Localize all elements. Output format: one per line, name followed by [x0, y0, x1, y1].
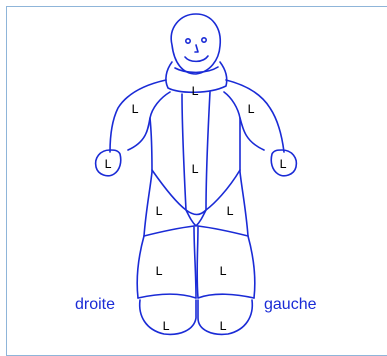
zone-label-left-foot: L	[216, 320, 230, 333]
right-ankle	[138, 294, 196, 298]
zone-label-left-shin: L	[216, 265, 230, 278]
left-ankle	[198, 294, 254, 298]
right-leg-inner	[194, 226, 196, 298]
zone-label-left-hand: L	[276, 158, 290, 171]
right-side-label: droite	[75, 296, 115, 314]
zone-label-neck: L	[188, 85, 202, 98]
zone-label-right-upper-arm: L	[128, 103, 142, 116]
left-arm-outer	[226, 80, 284, 152]
zone-label-right-foot: L	[159, 320, 173, 333]
zone-label-right-thigh: L	[152, 205, 166, 218]
zone-label-right-shin: L	[152, 265, 166, 278]
right-leg-outer	[137, 236, 144, 298]
left-side-label: gauche	[264, 296, 317, 314]
zone-label-chest: L	[188, 163, 202, 176]
chest-panel	[182, 92, 210, 215]
head-outline	[171, 14, 220, 74]
zone-label-left-upper-arm: L	[244, 103, 258, 116]
left-thigh-line	[206, 170, 240, 210]
mouth	[185, 56, 208, 61]
left-leg-inner	[197, 226, 198, 298]
zone-label-right-hand: L	[101, 158, 115, 171]
left-arm-inner	[224, 92, 264, 150]
left-knee-line	[198, 226, 248, 236]
zone-label-left-thigh: L	[223, 205, 237, 218]
right-arm-inner	[128, 92, 170, 150]
nose	[195, 45, 198, 52]
left-eye	[202, 38, 206, 42]
left-leg-outer	[248, 236, 255, 298]
right-eye	[186, 39, 190, 43]
right-knee-line	[144, 226, 194, 236]
